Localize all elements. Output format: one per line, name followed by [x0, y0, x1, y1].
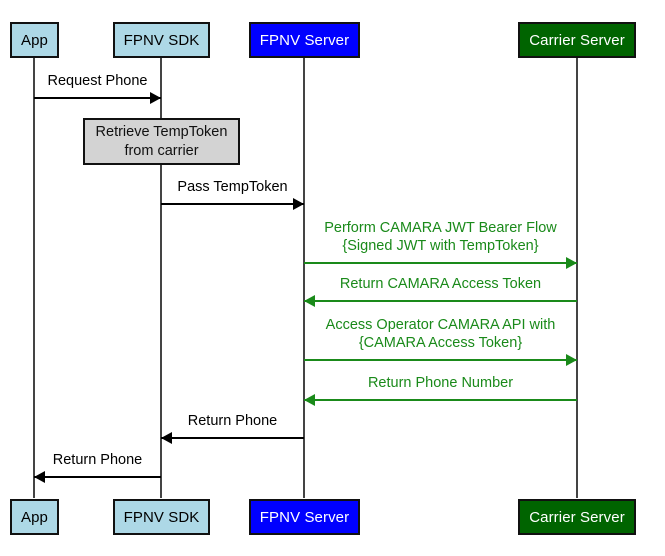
participant-fpnv-server-top[interactable]: FPNV Server: [249, 22, 360, 58]
message-line: [34, 476, 161, 478]
label-line-1: Access Operator CAMARA API with: [325, 316, 556, 333]
arrowhead-left-icon: [161, 432, 172, 444]
message-return-phone-number-label: Return Phone Number: [367, 375, 514, 392]
arrowhead-left-icon: [304, 295, 315, 307]
label-line-2: {Signed JWT with TempToken}: [342, 238, 539, 255]
message-line: [304, 262, 577, 264]
participant-carrier-server-top[interactable]: Carrier Server: [518, 22, 636, 58]
participant-fpnv-sdk-bottom[interactable]: FPNV SDK: [113, 499, 210, 535]
lifeline-carrier-server: [576, 58, 578, 498]
arrowhead-right-icon: [566, 257, 577, 269]
message-return-phone-to-app-label: Return Phone: [52, 452, 143, 469]
arrowhead-left-icon: [304, 394, 315, 406]
arrowhead-right-icon: [293, 198, 304, 210]
note-line-1: Retrieve TempToken: [95, 124, 228, 141]
lifeline-fpnv-sdk: [160, 58, 162, 498]
message-return-phone-to-sdk-label: Return Phone: [187, 413, 278, 430]
message-line: [304, 399, 577, 401]
label-line-2: {CAMARA Access Token}: [358, 335, 523, 352]
participant-fpnv-sdk-top[interactable]: FPNV SDK: [113, 22, 210, 58]
message-request-phone-label: Request Phone: [47, 73, 148, 90]
note-retrieve-temptoken: Retrieve TempToken from carrier: [83, 118, 240, 165]
message-pass-temptoken-label: Pass TempToken: [177, 179, 288, 196]
message-access-operator-camara-api-label: Access Operator CAMARA API with {CAMARA A…: [304, 316, 577, 353]
lifeline-fpnv-server: [303, 58, 305, 498]
arrowhead-left-icon: [34, 471, 45, 483]
participant-app-top[interactable]: App: [10, 22, 59, 58]
participant-fpnv-server-bottom[interactable]: FPNV Server: [249, 499, 360, 535]
arrowhead-right-icon: [150, 92, 161, 104]
message-line: [304, 300, 577, 302]
message-return-camara-access-token-label: Return CAMARA Access Token: [339, 276, 542, 293]
note-line-2: from carrier: [124, 142, 199, 159]
message-line: [34, 97, 161, 99]
participant-app-bottom[interactable]: App: [10, 499, 59, 535]
message-line: [161, 203, 304, 205]
arrowhead-right-icon: [566, 354, 577, 366]
message-line: [161, 437, 304, 439]
message-perform-camara-jwt-bearer-flow-label: Perform CAMARA JWT Bearer Flow {Signed JW…: [304, 219, 577, 256]
label-line-1: Perform CAMARA JWT Bearer Flow: [324, 219, 557, 236]
participant-carrier-server-bottom[interactable]: Carrier Server: [518, 499, 636, 535]
message-line: [304, 359, 577, 361]
lifeline-app: [33, 58, 35, 498]
